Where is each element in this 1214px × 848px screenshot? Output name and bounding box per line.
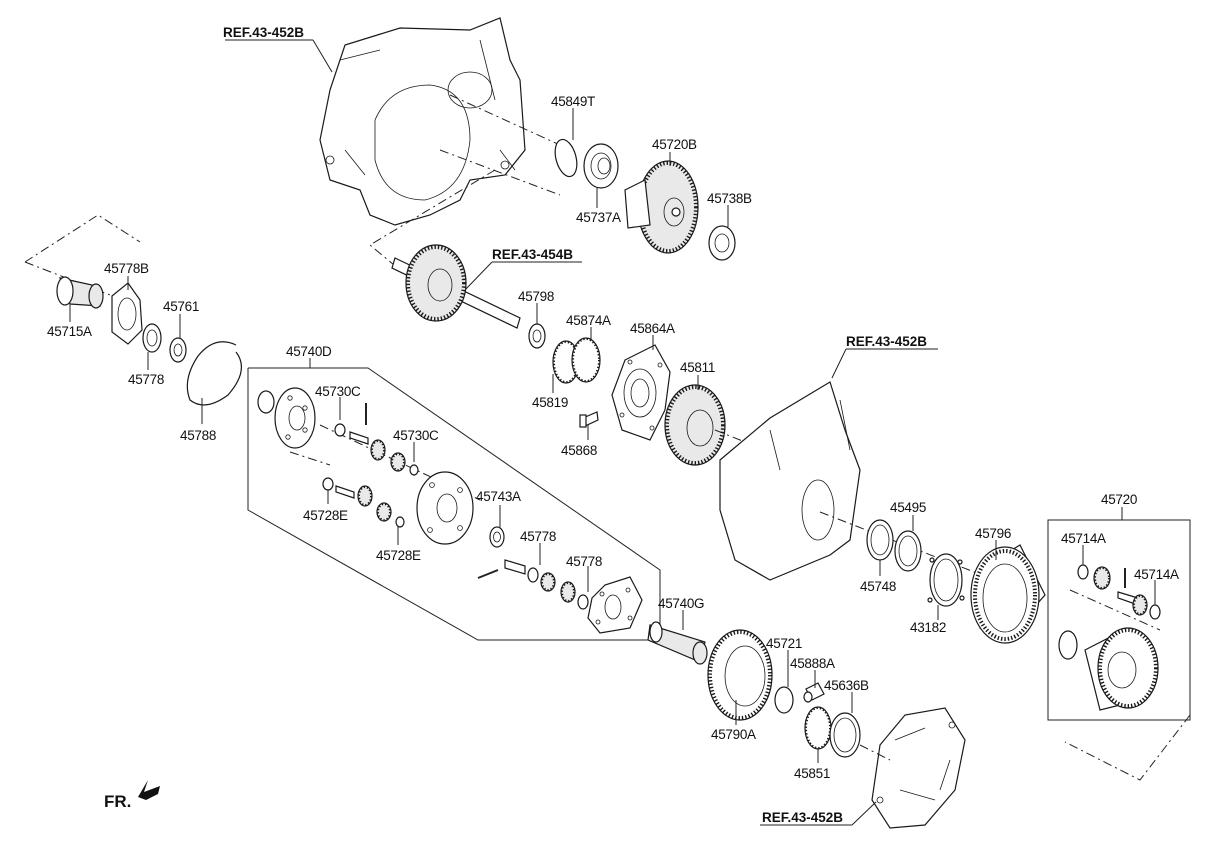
bearing-45888A (803, 682, 825, 703)
part-label-45778B: 45778B (104, 261, 149, 276)
thrust-washer-45778-c (577, 594, 589, 610)
sun-shaft-45740G (647, 621, 708, 665)
part-label-45740G: 45740G (658, 596, 704, 611)
bolt-45868 (579, 411, 599, 428)
part-label-45778-b: 45778 (520, 529, 556, 544)
bearing-45737A (583, 143, 619, 189)
needle-bearing-a (370, 439, 386, 461)
washer-45714A-a (1077, 564, 1089, 580)
part-label-45720: 45720 (1101, 492, 1137, 507)
part-label-45851: 45851 (794, 766, 830, 781)
ref-label-right-case: REF.43-452B (846, 334, 927, 349)
part-label-45730C-a: 45730C (315, 384, 361, 399)
bearing-45743A (489, 526, 505, 548)
part-label-45811: 45811 (680, 360, 715, 375)
ring-gear-45796 (970, 544, 1046, 644)
part-label-45819: 45819 (532, 395, 568, 410)
part-label-45721: 45721 (766, 636, 802, 651)
needle-bearing-c (357, 485, 373, 507)
part-label-45714A-a: 45714A (1061, 531, 1106, 546)
part-label-45868: 45868 (561, 443, 597, 458)
retainer-plate-45778B (111, 282, 143, 345)
part-label-45796: 45796 (975, 526, 1011, 541)
bearing-45798 (528, 323, 546, 349)
part-label-45743A: 45743A (476, 489, 521, 504)
part-label-45728E-b: 45728E (376, 548, 421, 563)
ring-gear-45790A (707, 629, 773, 721)
ref-label-bottom-cover: REF.43-452B (762, 810, 843, 825)
needle-bearing-b (390, 452, 406, 472)
differential-case (1084, 627, 1159, 711)
part-label-45778-c: 45778 (566, 554, 602, 569)
carrier-plate-rear (587, 576, 643, 634)
part-label-45714A-b: 45714A (1134, 567, 1179, 582)
ref-label-input-shaft: REF.43-454B (492, 247, 573, 262)
part-label-45738B: 45738B (707, 191, 752, 206)
ref-label-top-case: REF.43-452B (223, 25, 304, 40)
part-label-45778-a: 45778 (128, 372, 164, 387)
snap-ring-45788 (186, 341, 243, 406)
input-shaft-assembly (391, 244, 521, 329)
snap-ring-45849T (554, 138, 578, 178)
part-label-45761: 45761 (163, 299, 199, 314)
needle-bearing-f (560, 581, 576, 603)
pinion-shaft (349, 431, 369, 445)
transmission-case-right (719, 381, 861, 581)
thrust-washer-45721 (774, 686, 794, 714)
part-label-45730C-b: 45730C (393, 428, 439, 443)
part-label-45715A: 45715A (47, 324, 92, 339)
output-shaft-45715A (56, 276, 104, 309)
part-label-45636B: 45636B (824, 678, 869, 693)
front-direction-label: FR. (104, 792, 131, 811)
needle-bearing-d (376, 502, 392, 522)
upper-transmission-case (319, 17, 526, 226)
thrust-washer-45730C-b (409, 464, 419, 476)
part-label-45874A: 45874A (566, 313, 611, 328)
part-label-45728E-a: 45728E (303, 508, 348, 523)
part-label-45495: 45495 (890, 500, 926, 515)
thrust-washer-45728E-a (322, 477, 334, 491)
thrust-washer-45778 (142, 323, 162, 353)
driven-gear-45811 (664, 384, 726, 466)
rear-cover (871, 707, 966, 829)
needle-bearing-e (540, 572, 556, 592)
diff-seal (1058, 630, 1078, 660)
part-label-45790A: 45790A (711, 727, 756, 742)
washer-45714A-b (1149, 604, 1161, 620)
part-label-45888A: 45888A (790, 656, 835, 671)
seal-ring-45636B (829, 712, 861, 758)
seal-ring (257, 390, 275, 414)
front-direction-arrow-icon (138, 780, 160, 800)
pinion-shaft-c (504, 559, 526, 575)
differential-box-45720 (1047, 519, 1191, 721)
part-label-45740D: 45740D (286, 344, 332, 359)
thrust-washer-45778-b (527, 567, 539, 583)
pinion-gear-b (1132, 594, 1148, 616)
transfer-drive-gear-45720B (624, 160, 699, 254)
bearing-retainer-45864A (611, 344, 671, 441)
thrust-washer-45730C-a (334, 423, 346, 437)
pinion-gear-a (1093, 566, 1111, 590)
part-label-43182: 43182 (910, 620, 946, 635)
part-label-45798: 45798 (518, 289, 554, 304)
snap-ring-43182 (927, 553, 965, 607)
pinion-shaft-b (335, 485, 355, 499)
part-label-45737A: 45737A (576, 210, 621, 225)
part-label-45720B: 45720B (652, 137, 697, 152)
carrier-body (416, 471, 474, 545)
carrier-plate-front (274, 387, 316, 449)
bearing-45761 (169, 337, 187, 363)
part-label-45849T: 45849T (551, 94, 595, 109)
part-label-45864A: 45864A (630, 321, 675, 336)
bearing-45738B (708, 225, 736, 261)
thrust-washer-45728E-b (395, 516, 405, 528)
part-label-45748: 45748 (860, 579, 896, 594)
part-label-45788: 45788 (180, 428, 216, 443)
